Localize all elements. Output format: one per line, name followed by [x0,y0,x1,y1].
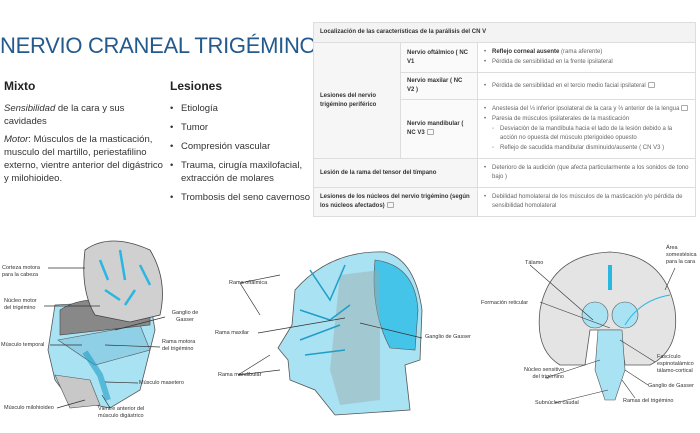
list-item: Etiología [170,102,310,115]
v3-label: Nervio mandibular ( NC V3 [400,99,478,159]
label-rama-motora: Rama motora del trigémino [162,339,196,352]
table-header: Localización de las características de l… [313,22,696,43]
reference-icon[interactable] [647,81,655,88]
trigeminal-branches-illustration [237,251,423,416]
label-fasciculo: Fascículo espinotalámico tálamo-cortical [657,354,694,374]
lesiones-heading: Lesiones [170,79,223,93]
table-row: Lesiones del nervio trigémino periférico… [313,42,696,159]
list-item: Trauma, cirugía maxilofacial, extracción… [170,159,310,185]
motor-pathway-illustration [44,240,166,409]
list-item: Tumor [170,121,310,134]
reference-icon[interactable] [681,105,689,112]
label-area-somestesica: Área somestésica para la cara [666,245,697,265]
label-milohioideo: Músculo milohioideo [4,405,54,411]
label-formacion-reticular: Formación reticular [481,300,529,306]
mixto-heading: Mixto [4,79,36,93]
label-subnucleo-caudal: Subnúcleo caudal [535,400,579,406]
table-row: Lesión de la rama del tensor del tímpano… [313,158,696,188]
list-item: Compresión vascular [170,140,310,153]
label-masetero: Músculo masetero [139,380,184,386]
reference-icon[interactable] [386,202,394,209]
label-talamo: Tálamo [525,260,544,266]
label-ramas-trigemino: Ramas del trigémino [623,398,674,404]
peripheral-label: Lesiones del nervio trigémino periférico [313,42,401,159]
nucleos-label: Lesiones de los núcleos del nervio trigé… [313,187,478,217]
page-title: NERVIO CRANEAL TRIGÉMINO [0,33,317,58]
sensibilidad-text: Sensibilidad de la cara y sus cavidades [4,103,125,127]
label-nucleo-sensitivo: Núcleo sensitivo del trigémino [523,367,564,380]
label-ganglio-gasser: Ganglio de Gasser [171,310,199,323]
label-corteza-motora: Corteza motora para la cabeza [2,265,40,278]
table-row: Lesiones de los núcleos del nervio trigé… [313,187,696,217]
motor-text: Motor: Músculos de la masticación, muscu… [4,134,163,184]
label-rama-mandibular: Rama mandibular [218,372,262,378]
label-nucleo-motor: Núcleo motor del trigémino [4,298,37,311]
label-rama-oftalmica: Rama oftálmica [229,280,268,286]
v1-label: Nervio oftálmico ( NC V1 [400,42,478,73]
label-musculo-temporal: Músculo temporal [1,342,45,349]
paralysis-table: Localización de las características de l… [313,22,696,217]
lesiones-section: Lesiones Etiología Tumor Compresión vasc… [170,80,310,210]
tensor-label: Lesión de la rama del tensor del tímpano [313,158,478,188]
mixto-section: Mixto Sensibilidad de la cara y sus cavi… [4,80,169,190]
list-item: Trombosis del seno cavernoso [170,191,310,204]
label-rama-maxilar: Rama maxilar [215,330,249,336]
label-ganglio-gasser-2: Ganglio de Gasser [425,334,471,340]
reference-icon[interactable] [426,129,434,136]
table-row: Nervio maxilar ( NC V2 ) Pérdida de sens… [314,72,696,100]
v2-label: Nervio maxilar ( NC V2 ) [400,72,478,100]
label-vientre-digastrico: Vientre anterior del músculo digástrico [98,406,145,419]
sensory-pathway-illustration [529,251,677,404]
label-ganglio-gasser-3: Ganglio de Gasser [648,383,694,389]
